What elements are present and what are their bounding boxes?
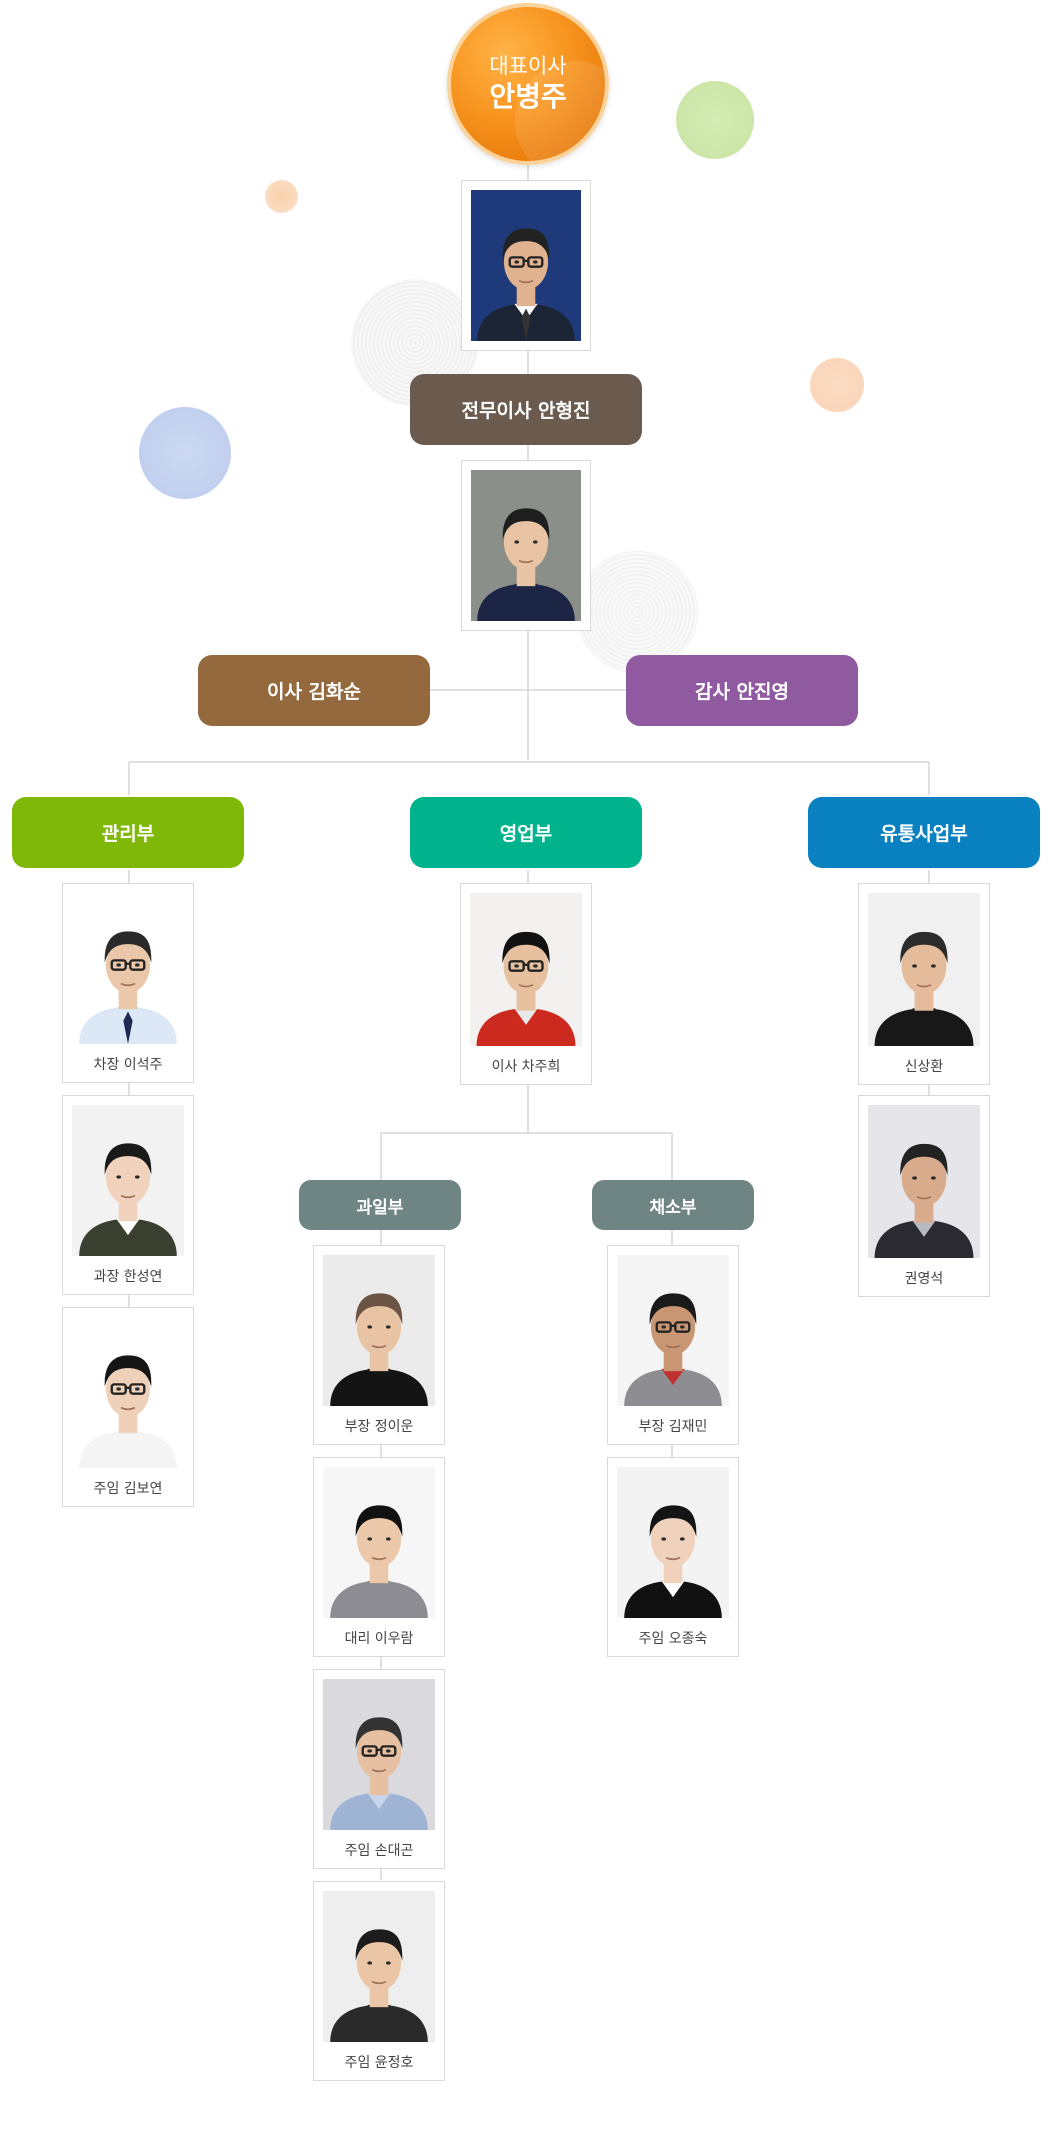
member-card: 차장 이석주 xyxy=(62,883,194,1083)
member-name: 주임 오종숙 xyxy=(638,1631,708,1647)
member-card: 부장 김재민 xyxy=(607,1245,739,1445)
portrait-image xyxy=(470,893,582,1046)
member-name: 과장 한성연 xyxy=(93,1269,163,1285)
decor-circle-blue xyxy=(139,407,231,499)
member-photo xyxy=(72,1105,184,1256)
ceo-photo-card xyxy=(461,180,591,351)
member-photo xyxy=(323,1255,435,1406)
dept-admin-box: 관리부 xyxy=(12,797,244,868)
member-name: 부장 김재민 xyxy=(638,1419,708,1435)
portrait-image xyxy=(617,1467,729,1618)
member-name: 부장 정이운 xyxy=(344,1419,414,1435)
decor-circle-gray-mid xyxy=(576,551,698,673)
portrait-image xyxy=(72,1317,184,1468)
managing-director-photo xyxy=(471,470,581,621)
managing-director-photo-card xyxy=(461,460,591,631)
member-name: 차장 이석주 xyxy=(93,1057,163,1073)
auditor-box: 감사 안진영 xyxy=(626,655,858,726)
portrait-image xyxy=(617,1255,729,1406)
member-card: 주임 손대곤 xyxy=(313,1669,445,1869)
decor-circle-green xyxy=(676,81,754,159)
dept-sales-box: 영업부 xyxy=(410,797,642,868)
portrait-image xyxy=(72,1105,184,1256)
portrait-image xyxy=(471,190,581,341)
member-photo xyxy=(72,893,184,1044)
member-photo xyxy=(470,893,582,1046)
member-photo xyxy=(868,893,980,1046)
dept-distribution-box: 유통사업부 xyxy=(808,797,1040,868)
decor-circle-peach xyxy=(810,358,864,412)
portrait-image xyxy=(323,1467,435,1618)
portrait-image xyxy=(868,893,980,1046)
member-photo xyxy=(868,1105,980,1258)
decor-circle-peach-small xyxy=(265,180,298,213)
managing-director-box: 전무이사 안형진 xyxy=(410,374,642,445)
director-box: 이사 김화순 xyxy=(198,655,430,726)
member-card: 주임 오종숙 xyxy=(607,1457,739,1657)
portrait-image xyxy=(72,893,184,1044)
member-name: 대리 이우람 xyxy=(344,1631,414,1647)
member-card: 주임 김보연 xyxy=(62,1307,194,1507)
member-name: 신상환 xyxy=(904,1059,944,1075)
team-fruit-box: 과일부 xyxy=(299,1180,461,1230)
portrait-image xyxy=(868,1105,980,1258)
member-photo xyxy=(72,1317,184,1468)
member-name: 이사 차주희 xyxy=(491,1059,561,1075)
member-name: 주임 윤정호 xyxy=(344,2055,414,2071)
member-card: 과장 한성연 xyxy=(62,1095,194,1295)
portrait-image xyxy=(323,1891,435,2042)
ceo-badge: 대표이사 안병주 xyxy=(447,3,609,165)
portrait-image xyxy=(323,1255,435,1406)
member-photo xyxy=(617,1467,729,1618)
member-photo xyxy=(323,1467,435,1618)
team-vegetable-box: 채소부 xyxy=(592,1180,754,1230)
portrait-image xyxy=(323,1679,435,1830)
member-photo xyxy=(323,1891,435,2042)
member-card: 대리 이우람 xyxy=(313,1457,445,1657)
member-photo xyxy=(323,1679,435,1830)
ceo-photo xyxy=(471,190,581,341)
ceo-title: 대표이사 xyxy=(489,54,567,78)
member-card: 이사 차주희 xyxy=(460,883,592,1085)
member-name: 주임 김보연 xyxy=(93,1481,163,1497)
member-card: 신상환 xyxy=(858,883,990,1085)
member-name: 주임 손대곤 xyxy=(344,1843,414,1859)
portrait-image xyxy=(471,470,581,621)
member-name: 권영석 xyxy=(904,1271,944,1287)
member-photo xyxy=(617,1255,729,1406)
member-card: 권영석 xyxy=(858,1095,990,1297)
member-card: 주임 윤정호 xyxy=(313,1881,445,2081)
member-card: 부장 정이운 xyxy=(313,1245,445,1445)
ceo-name: 안병주 xyxy=(489,80,567,113)
